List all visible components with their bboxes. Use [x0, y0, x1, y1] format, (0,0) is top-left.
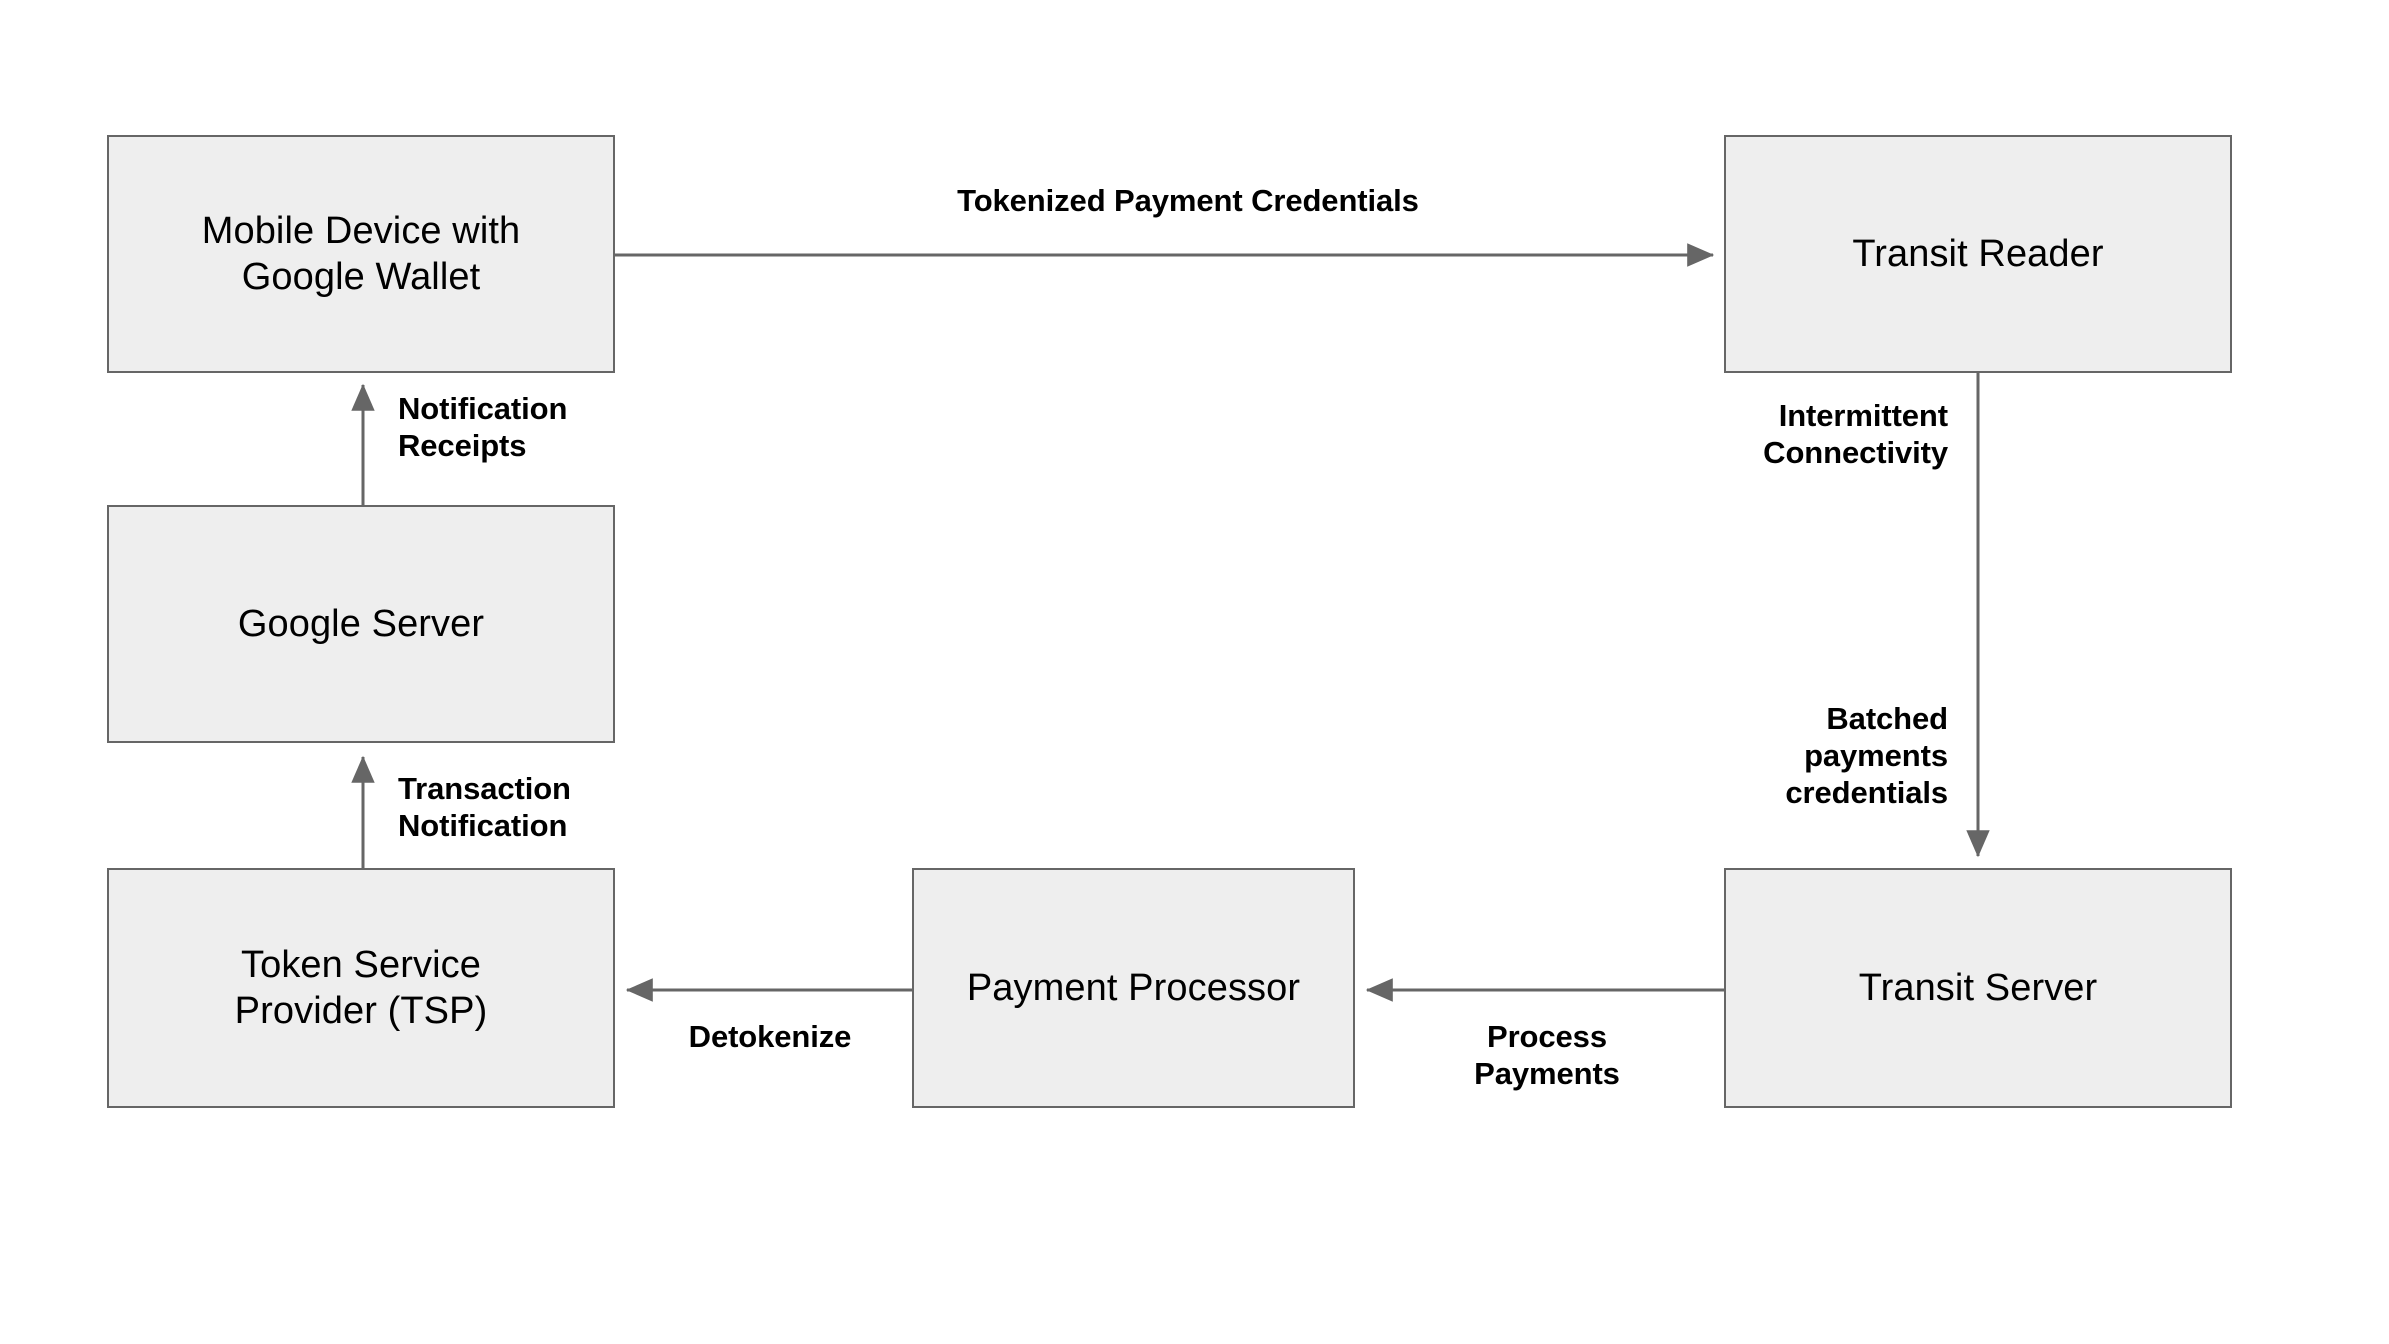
- node-transit-server[interactable]: Transit Server: [1724, 868, 2232, 1108]
- node-transit-reader[interactable]: Transit Reader: [1724, 135, 2232, 373]
- edge-label-process-payments: Process Payments: [1474, 1019, 1620, 1092]
- node-label-mobile-device: Mobile Device with Google Wallet: [201, 209, 521, 298]
- node-label-transit-server: Transit Server: [1858, 966, 2098, 1009]
- node-google-server[interactable]: Google Server: [107, 505, 615, 743]
- edge-label-tokenized-payment-credentials: Tokenized Payment Credentials: [957, 183, 1419, 218]
- node-label-transit-reader: Transit Reader: [1852, 232, 2104, 275]
- edge-label-detokenize: Detokenize: [688, 1019, 852, 1054]
- node-mobile-device[interactable]: Mobile Device with Google Wallet: [107, 135, 615, 373]
- edge-label-batched-payments-credentials: Batched payments credentials: [1785, 701, 1948, 811]
- node-label-payment-processor: Payment Processor: [966, 966, 1301, 1009]
- node-label-token-service-provider: Token Service Provider (TSP): [234, 943, 488, 1032]
- edge-label-notification-receipts: Notification Receipts: [398, 391, 568, 464]
- node-label-google-server: Google Server: [237, 602, 485, 645]
- edge-label-intermittent-connectivity: Intermittent Connectivity: [1763, 398, 1948, 471]
- node-token-service-provider[interactable]: Token Service Provider (TSP): [107, 868, 615, 1108]
- edge-label-transaction-notification: Transaction Notification: [398, 771, 571, 844]
- node-payment-processor[interactable]: Payment Processor: [912, 868, 1355, 1108]
